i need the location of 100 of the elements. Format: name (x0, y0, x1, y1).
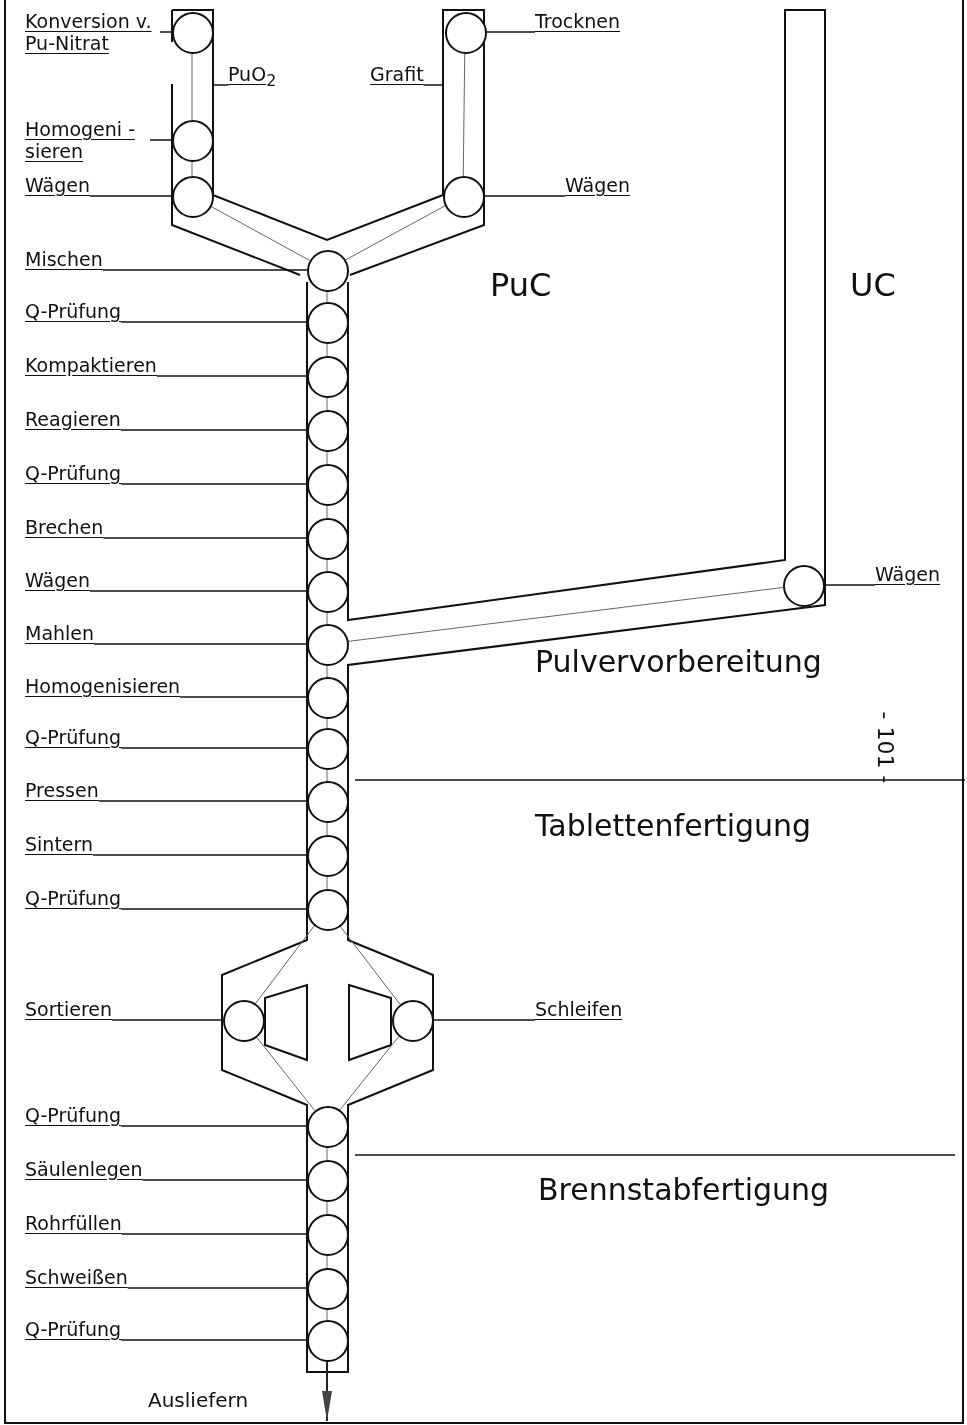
step-label: Schleifen (535, 998, 623, 1020)
step-label: Säulenlegen (25, 1158, 143, 1180)
step-label: Q-Prüfung (25, 1104, 122, 1126)
leader-line (102, 537, 308, 539)
station-circle (307, 1106, 349, 1148)
flow-line (191, 159, 193, 177)
step-label: Trocknen (535, 10, 621, 32)
station-circle (307, 1160, 349, 1202)
flow-line (326, 663, 328, 678)
step-label: Kompaktieren (25, 354, 157, 376)
station-circle (307, 781, 349, 823)
end-label: Ausliefern (148, 1388, 249, 1412)
step-label: Mahlen (25, 622, 95, 644)
station-circle (307, 1320, 349, 1362)
station-circle (307, 410, 349, 452)
step-label: Pressen (25, 779, 99, 801)
leader-line (89, 590, 308, 592)
step-label: Q-Prüfung (25, 1318, 122, 1340)
leader-line (141, 1179, 308, 1181)
flow-line (326, 716, 328, 729)
step-label: PuO$_{2}$ (228, 63, 277, 92)
flow-line (326, 289, 328, 303)
section-label: Tablettenfertigung (535, 808, 812, 843)
leader-line (98, 800, 308, 802)
step-label: Reagieren (25, 408, 121, 430)
flow-line (344, 205, 446, 261)
flow-line (326, 820, 328, 836)
step-label: Konversion v. Pu-Nitrat (25, 10, 160, 54)
leader-line (149, 139, 173, 141)
flow-line (209, 205, 310, 261)
leader-line (120, 747, 308, 749)
station-circle (172, 12, 214, 54)
station-circle (223, 1000, 265, 1042)
flow-line (339, 1035, 400, 1111)
arrow (322, 1359, 332, 1422)
leader-line (120, 908, 308, 910)
step-label: Wägen (25, 174, 90, 196)
leader-line (156, 375, 308, 377)
material-label: UC (850, 266, 896, 304)
leader-line (120, 1339, 308, 1341)
section-label: Pulvervorbereitung (535, 644, 822, 679)
step-label: Sortieren (25, 998, 113, 1020)
step-label: Rohrfüllen (25, 1212, 122, 1234)
step-label: Wägen (25, 569, 90, 591)
station-circle (307, 728, 349, 770)
step-label: Q-Prüfung (25, 462, 122, 484)
station-circle (783, 565, 825, 607)
flow-line (338, 924, 401, 1005)
station-circle (445, 12, 487, 54)
leader-line (111, 1019, 224, 1021)
flow-line (191, 51, 193, 121)
flow-line (326, 1199, 328, 1215)
flow-line (326, 449, 328, 465)
station-circle (172, 120, 214, 162)
leader-line (93, 643, 308, 645)
station-circle (307, 302, 349, 344)
station-circle (307, 624, 349, 666)
leader-line (159, 31, 173, 33)
station-circle (307, 677, 349, 719)
station-circle (307, 518, 349, 560)
flow-line (326, 395, 328, 411)
step-label: Mischen (25, 248, 103, 270)
flow-line (326, 557, 328, 572)
station-circle (172, 176, 214, 218)
leader-line (120, 483, 308, 485)
leader-line (89, 195, 173, 197)
step-label: Homogeni - sieren (25, 118, 150, 162)
station-circle (307, 356, 349, 398)
leader-line (127, 1287, 308, 1289)
flow-line (462, 51, 466, 177)
flow-line (326, 503, 328, 519)
step-label: Q-Prüfung (25, 726, 122, 748)
step-label: Schweißen (25, 1266, 128, 1288)
station-circle (392, 1000, 434, 1042)
step-label: Brechen (25, 516, 104, 538)
station-circle (307, 464, 349, 506)
flow-line (326, 610, 328, 625)
flow-line (326, 1145, 328, 1161)
section-label: Brennstabfertigung (538, 1172, 830, 1207)
step-label: Sintern (25, 833, 94, 855)
leader-line (92, 854, 308, 856)
station-circle (307, 250, 349, 292)
station-circle (307, 889, 349, 931)
station-circle (307, 835, 349, 877)
flow-line (326, 1307, 328, 1321)
station-circle (443, 176, 485, 218)
leader-line (422, 84, 444, 86)
station-circle (307, 571, 349, 613)
flow-line (326, 1253, 328, 1269)
step-label: Q-Prüfung (25, 887, 122, 909)
leader-line (121, 1233, 308, 1235)
flow-line (254, 924, 316, 1005)
station-circle (307, 1214, 349, 1256)
leader-line (102, 269, 308, 271)
leader-line (120, 1125, 308, 1127)
leader-line (179, 696, 308, 698)
step-label: Wägen (875, 563, 940, 585)
flow-line (326, 767, 328, 782)
page-number: - 101 - (873, 711, 899, 784)
station-circle (307, 1268, 349, 1310)
